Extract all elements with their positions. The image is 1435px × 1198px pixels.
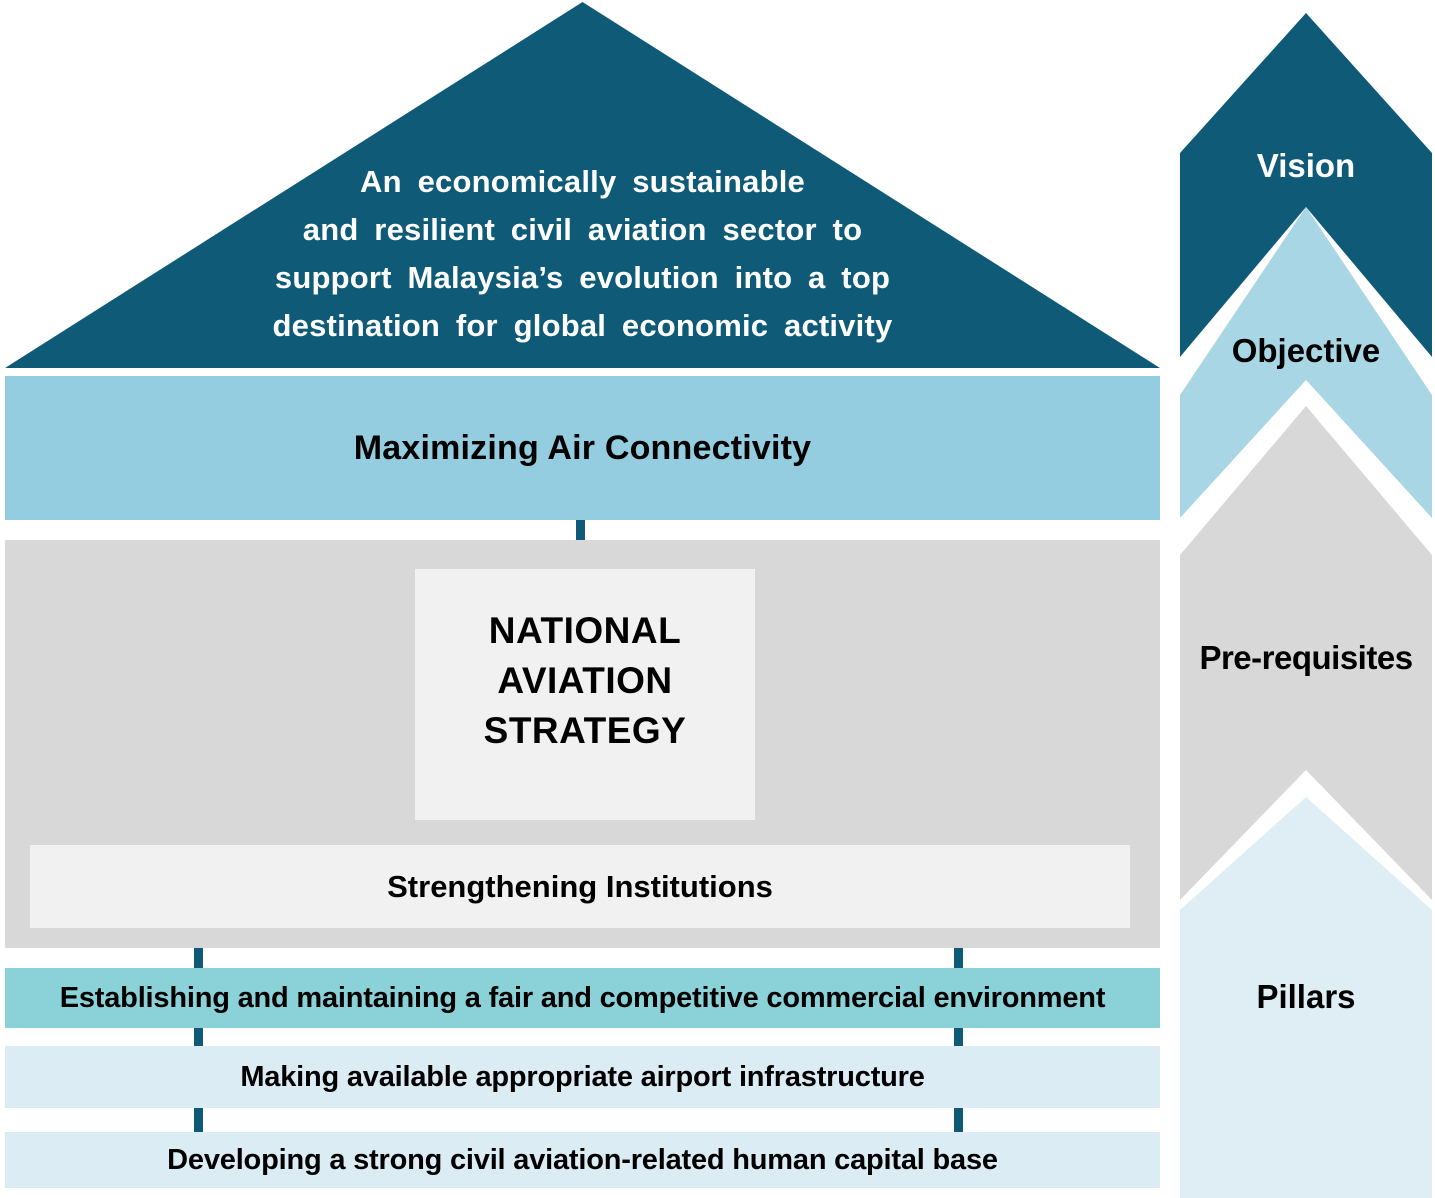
strategy-box: NATIONAL AVIATION STRATEGY bbox=[415, 569, 755, 820]
vision-statement-line-4: destination for global economic activity bbox=[272, 308, 893, 343]
pillar-band-commercial-environment: Establishing and maintaining a fair and … bbox=[5, 968, 1160, 1028]
strategy-box-line-2: AVIATION bbox=[497, 659, 673, 701]
objective-band: Maximizing Air Connectivity bbox=[5, 376, 1160, 520]
objective-band-label: Maximizing Air Connectivity bbox=[353, 428, 812, 467]
strengthening-institutions-label: Strengthening Institutions bbox=[387, 868, 773, 904]
pillar-band-human-capital: Developing a strong civil aviation-relat… bbox=[5, 1132, 1160, 1188]
pillars-chevron-label: Pillars bbox=[1256, 978, 1356, 1015]
pillar-band-airport-infrastructure: Making available appropriate airport inf… bbox=[5, 1046, 1160, 1108]
pillar-band-commercial-environment-label: Establishing and maintaining a fair and … bbox=[59, 981, 1106, 1014]
strengthening-institutions-band: Strengthening Institutions bbox=[30, 845, 1130, 928]
vision-statement-line-2: and resilient civil aviation sector to bbox=[302, 212, 863, 247]
prerequisites-chevron-label: Pre-requisites bbox=[1199, 639, 1413, 676]
pillar-band-human-capital-label: Developing a strong civil aviation-relat… bbox=[167, 1143, 998, 1176]
pillar-band-airport-infrastructure-label: Making available appropriate airport inf… bbox=[240, 1060, 925, 1093]
vision-statement-line-3: support Malaysia’s evolution into a top bbox=[274, 260, 891, 295]
vision-chevron-label: Vision bbox=[1256, 147, 1356, 184]
vision-statement-line-1: An economically sustainable bbox=[360, 164, 805, 199]
objective-chevron-label: Objective bbox=[1231, 332, 1381, 369]
strategy-box-line-3: STRATEGY bbox=[483, 709, 687, 751]
vision-statement: An economically sustainable and resilien… bbox=[5, 158, 1160, 350]
strategy-box-line-1: NATIONAL bbox=[488, 609, 682, 651]
